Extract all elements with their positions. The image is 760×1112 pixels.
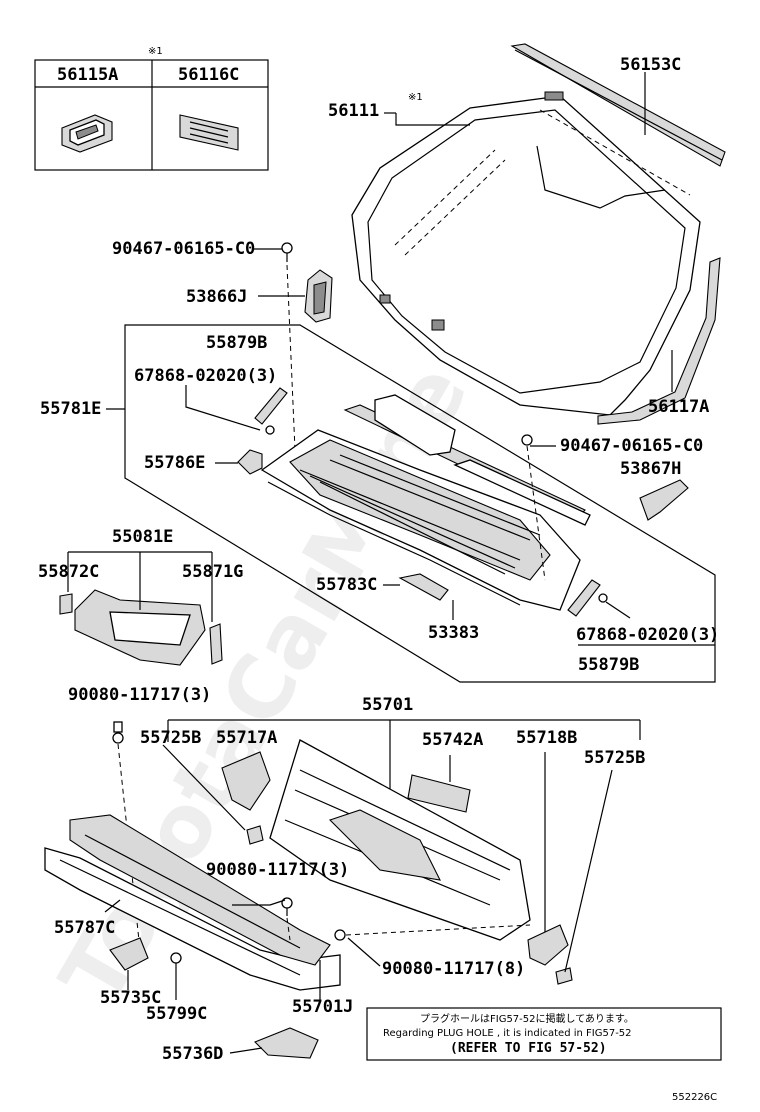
seal-55725B-right	[555, 967, 573, 985]
label-56111: 56111	[328, 101, 379, 121]
label-56153C: 56153C	[620, 55, 681, 75]
bracket-55735C	[109, 937, 149, 971]
inset-table: ※1 56115A 56116C	[34, 46, 269, 171]
seal-55879B-top	[254, 387, 288, 425]
clip-67868-bottom-icon	[598, 593, 608, 603]
label-56111-marker: ※1	[408, 92, 423, 103]
bracket-53867H	[639, 479, 689, 521]
label-55735C: 55735C	[100, 988, 161, 1008]
cowl-group-frame	[124, 324, 716, 683]
label-67868-top: 67868-02020(3)	[134, 366, 277, 386]
top-molding	[510, 43, 726, 167]
clip-90080-a-icon	[112, 721, 124, 744]
label-53383: 53383	[428, 623, 479, 643]
label-55783C: 55783C	[316, 575, 377, 595]
label-90080-c: 90080-11717(8)	[382, 959, 525, 979]
bracket-56116C-icon	[179, 114, 239, 151]
seal-55879B-bottom	[567, 579, 601, 617]
note-line-en: Regarding PLUG HOLE , it is indicated in…	[383, 1028, 632, 1039]
clip-56115A-icon	[61, 114, 113, 153]
seal-55783C	[398, 573, 449, 601]
clip-90467-mid-icon	[521, 434, 533, 446]
leader-lines	[104, 248, 556, 1054]
label-55879B-top: 55879B	[206, 333, 267, 353]
reference-note: プラグホールはFIG57-52に掲載してあります。 Regarding PLUG…	[366, 1007, 722, 1061]
clip-90080-c-icon	[334, 929, 346, 941]
seal-55725B-left	[246, 825, 264, 845]
label-55718B: 55718B	[516, 728, 577, 748]
clip-67868-top-icon	[265, 425, 275, 435]
label-55872C: 55872C	[38, 562, 99, 582]
label-55871G: 55871G	[182, 562, 243, 582]
note-line-ref: (REFER TO FIG 57-52)	[450, 1041, 607, 1056]
label-55786E: 55786E	[144, 453, 205, 473]
inset-part-56115A: 56115A	[57, 65, 118, 85]
label-55879B-bottom: 55879B	[578, 655, 639, 675]
cowl-grille	[260, 429, 581, 611]
bracket-55736D	[254, 1027, 319, 1059]
tray-55081E	[59, 589, 223, 666]
label-55799C: 55799C	[146, 1004, 207, 1024]
bracket-55717A	[221, 751, 271, 811]
label-56117A: 56117A	[648, 397, 709, 417]
clip-90467-top-icon	[281, 242, 293, 262]
windshield-glass	[351, 91, 701, 416]
label-53866J: 53866J	[186, 287, 247, 307]
note-line-ja: プラグホールはFIG57-52に掲載してあります。	[420, 1012, 634, 1025]
bracket-53866J	[304, 269, 333, 323]
inset-marker: ※1	[148, 46, 163, 57]
label-55717A: 55717A	[216, 728, 277, 748]
label-55081E: 55081E	[112, 527, 173, 547]
lower-rail-55787C	[44, 814, 341, 991]
label-55701: 55701	[362, 695, 413, 715]
inset-part-56116C: 56116C	[178, 65, 239, 85]
side-molding	[597, 257, 721, 425]
cowl-top-seal	[343, 394, 591, 526]
label-55742A: 55742A	[422, 730, 483, 750]
pad-55742A	[407, 774, 471, 813]
label-53867H: 53867H	[620, 459, 681, 479]
label-55725B-left: 55725B	[140, 728, 201, 748]
label-55701J: 55701J	[292, 997, 353, 1017]
figure-code: 552226C	[672, 1092, 717, 1103]
bracket-55786E	[237, 449, 263, 475]
label-90080-b: 90080-11717(3)	[206, 860, 349, 880]
label-55736D: 55736D	[162, 1044, 223, 1064]
label-90467-top: 90467-06165-C0	[112, 239, 255, 259]
label-55725B-right: 55725B	[584, 748, 645, 768]
label-90467-mid: 90467-06165-C0	[560, 436, 703, 456]
label-55787C: 55787C	[54, 918, 115, 938]
clip-55799C-icon	[170, 952, 182, 964]
label-90080-a: 90080-11717(3)	[68, 685, 211, 705]
cowl-panel-55701	[269, 739, 531, 941]
label-67868-bottom: 67868-02020(3)	[576, 625, 719, 645]
part-labels: 56153C 56111 ※1 90467-06165-C0 53866J 55…	[38, 55, 719, 1064]
label-55781E: 55781E	[40, 399, 101, 419]
bracket-55718B	[527, 924, 569, 966]
